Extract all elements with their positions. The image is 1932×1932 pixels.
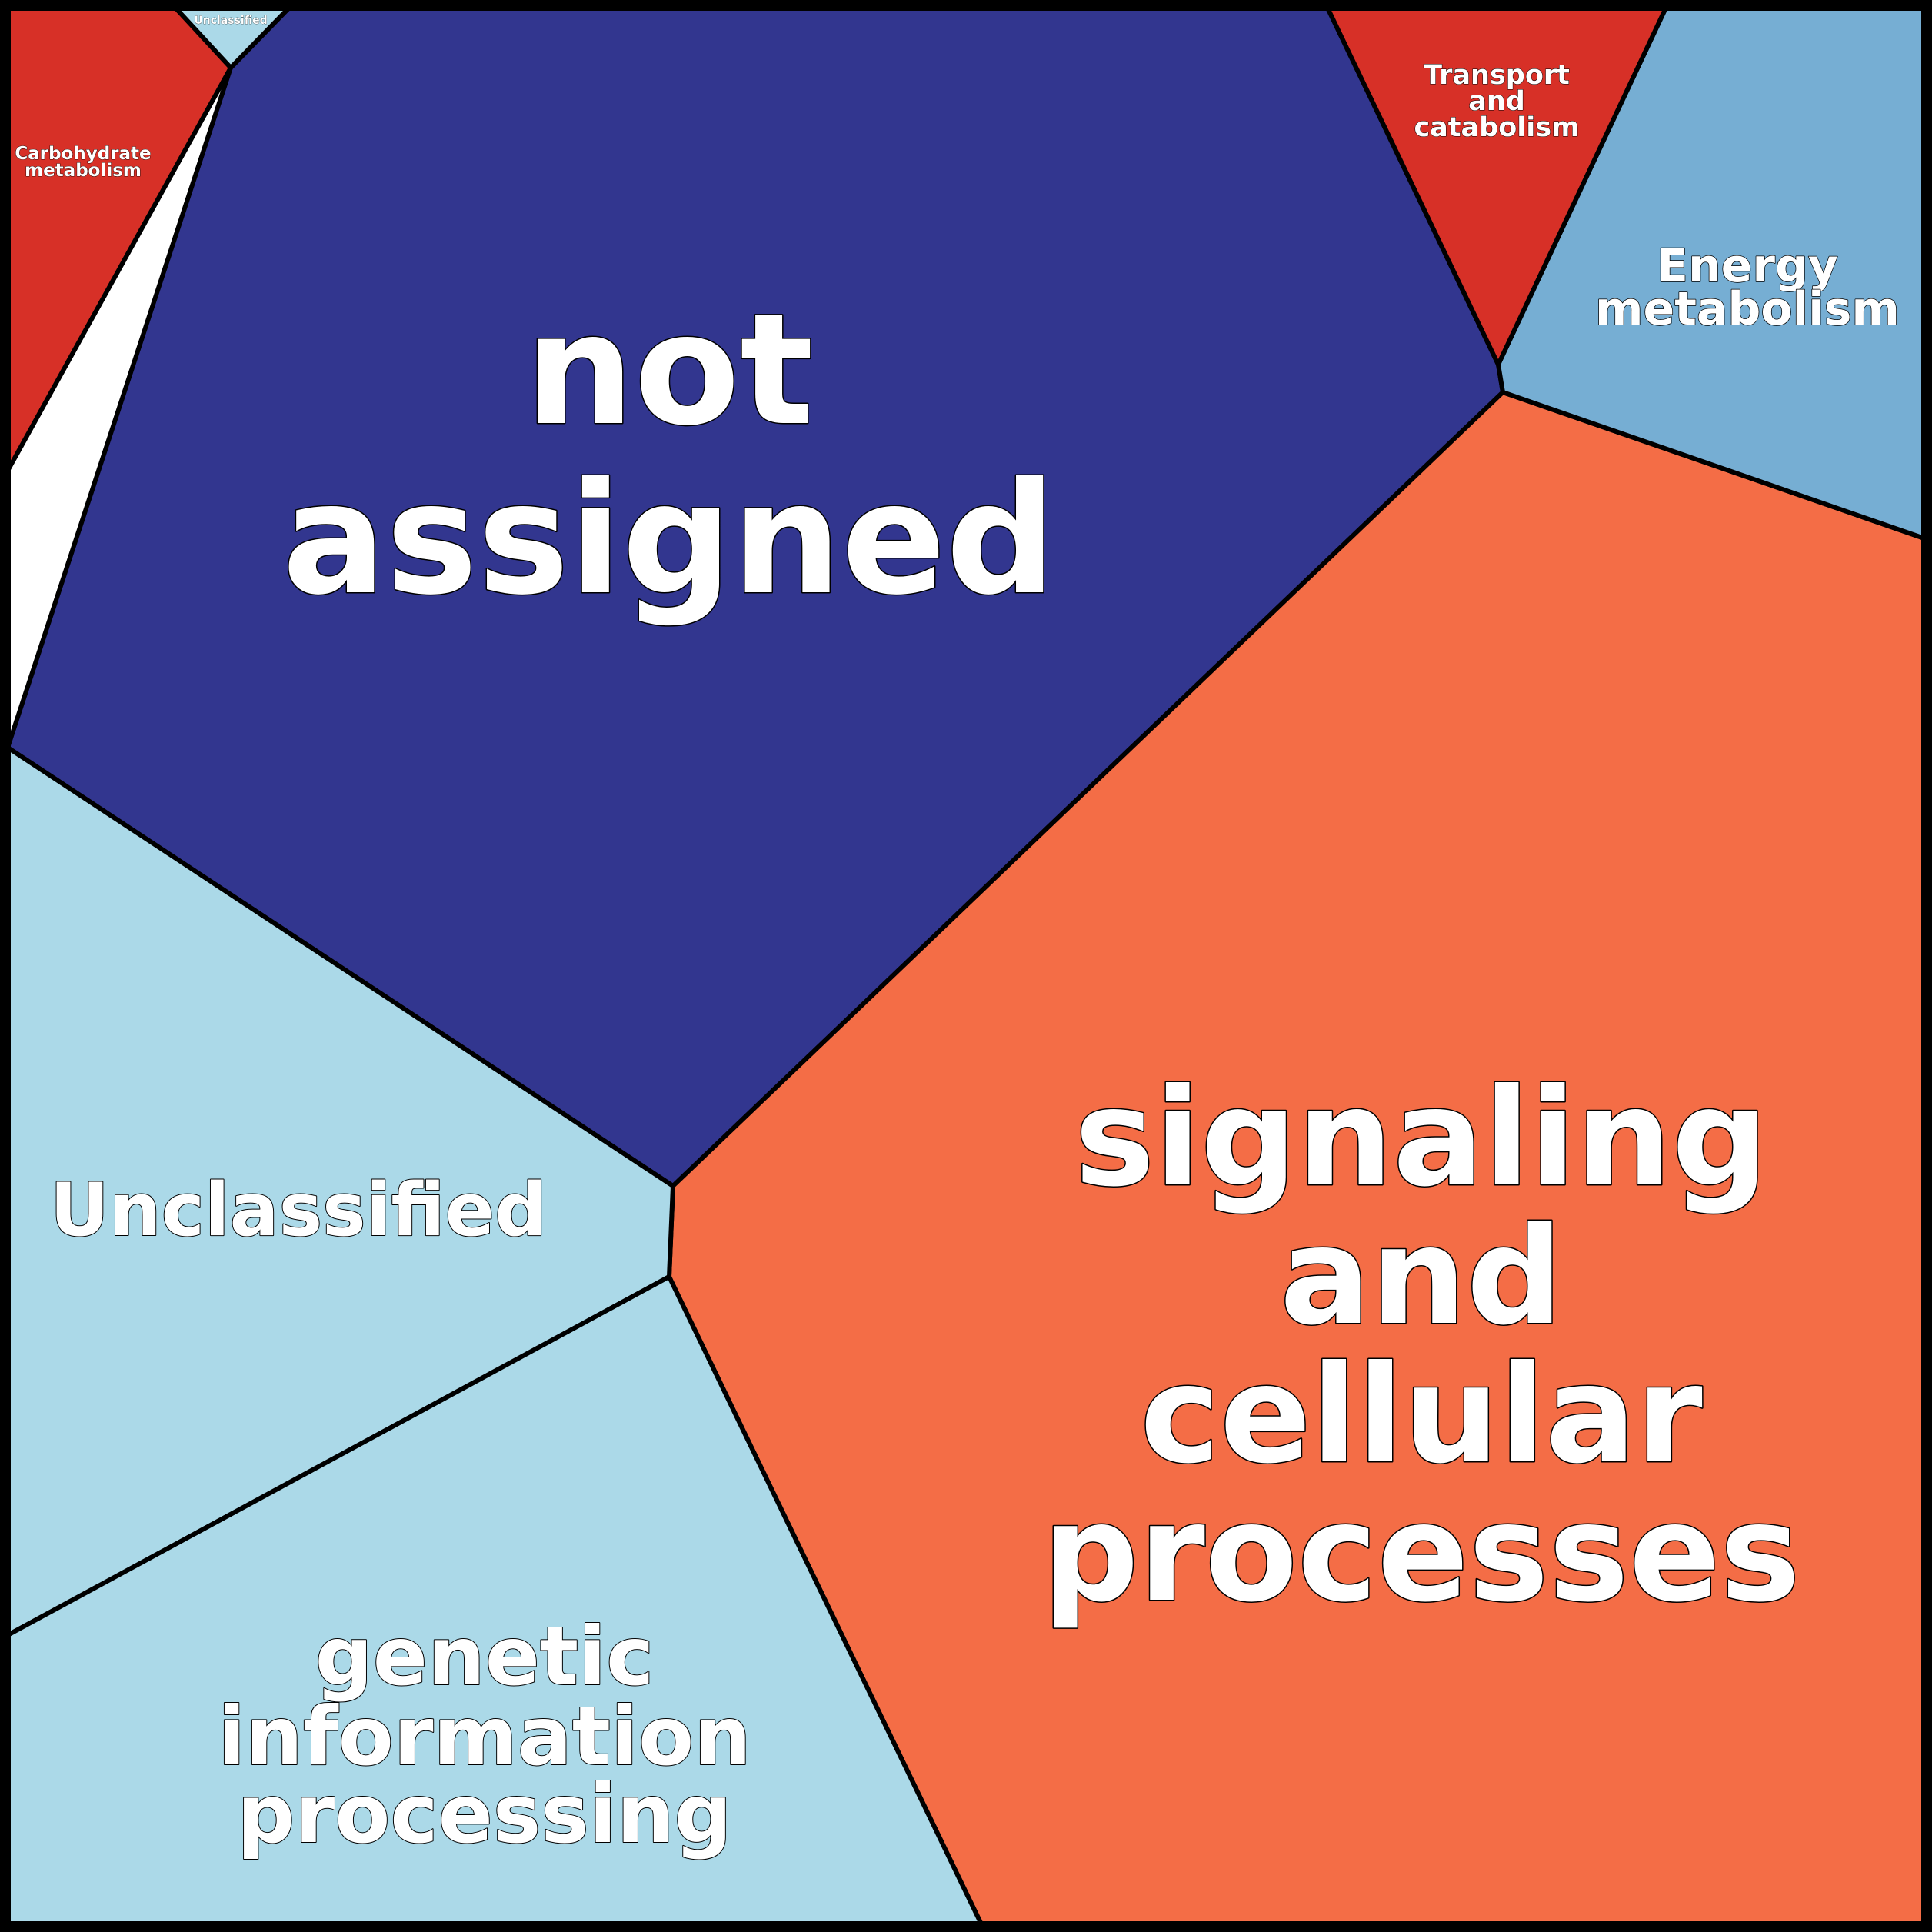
label-line: processes — [1042, 1476, 1800, 1632]
label-line: and — [1468, 86, 1525, 117]
label-line: genetic — [315, 1610, 655, 1704]
label-line: Unclassified — [194, 15, 267, 27]
label-line: information — [218, 1690, 751, 1784]
label-line: Unclassified — [50, 1168, 547, 1253]
label-line: Transport — [1424, 60, 1570, 91]
label-line: not — [525, 281, 813, 460]
label-line: assigned — [282, 450, 1056, 629]
label-line: Energy — [1657, 239, 1838, 293]
label-line: metabolism — [25, 161, 142, 181]
label-line: metabolism — [1595, 282, 1900, 336]
label-line: signaling — [1074, 1061, 1768, 1217]
label-line: and — [1280, 1199, 1563, 1355]
label-line: cellular — [1140, 1337, 1702, 1494]
cells-layer — [5, 5, 1927, 1927]
label-unclassified-large: Unclassified — [50, 1168, 547, 1253]
label-line: processing — [237, 1767, 731, 1861]
label-line: Carbohydrate — [15, 144, 151, 164]
label-line: catabolism — [1414, 112, 1579, 143]
label-unclassified-small: Unclassified — [194, 15, 267, 27]
